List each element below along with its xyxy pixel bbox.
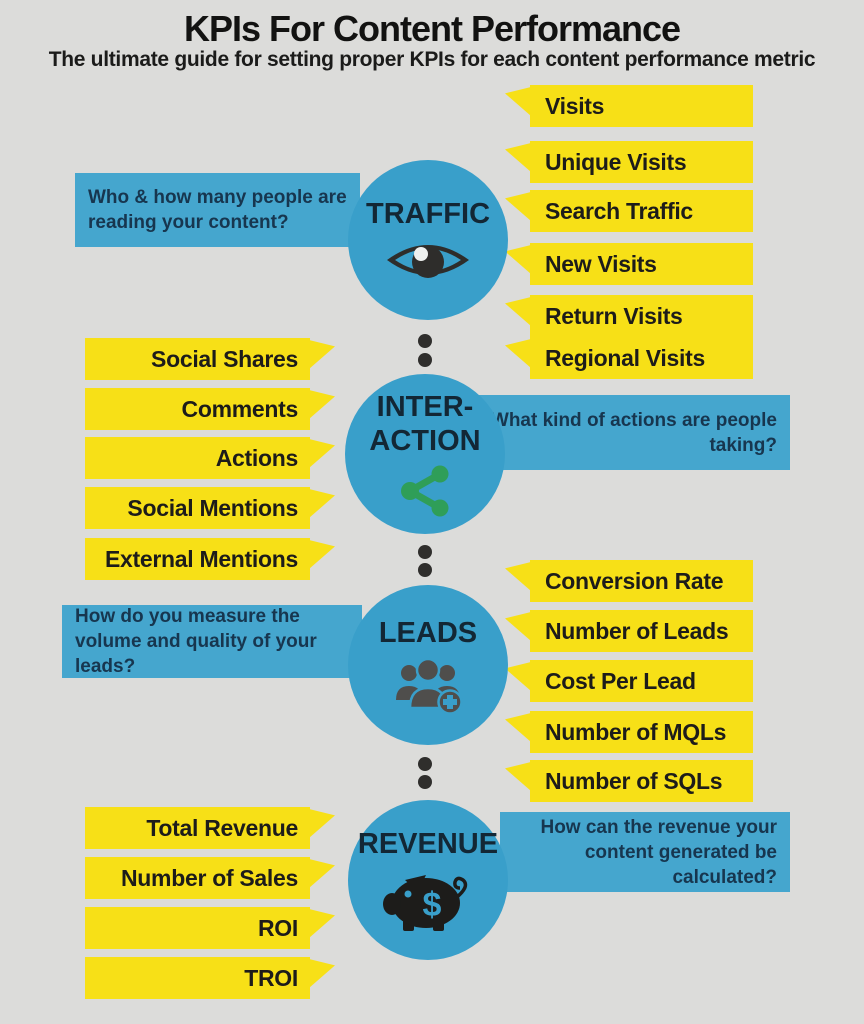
kpi-regional-visits: Regional Visits bbox=[505, 337, 753, 379]
pointer-triangle bbox=[309, 439, 335, 468]
kpi-label: Number of Sales bbox=[121, 864, 298, 891]
kpi-label: TROI bbox=[244, 964, 298, 991]
interaction-circle: INTER- ACTION bbox=[345, 374, 505, 534]
separator-dot bbox=[418, 775, 432, 789]
kpi-label: Actions bbox=[215, 444, 299, 471]
pointer-triangle bbox=[505, 297, 531, 326]
interaction-question-box: What kind of actions are people taking? bbox=[470, 395, 790, 470]
pointer-triangle bbox=[505, 562, 531, 591]
pointer-triangle bbox=[309, 809, 335, 838]
pointer-triangle bbox=[505, 762, 531, 791]
kpi-label: Conversion Rate bbox=[545, 567, 724, 594]
pointer-triangle bbox=[505, 612, 531, 641]
revenue-question-text: How can the revenue your content generat… bbox=[540, 816, 777, 888]
eye-icon bbox=[385, 237, 471, 283]
kpi-roi: ROI bbox=[85, 907, 335, 949]
kpi-label: ROI bbox=[258, 914, 298, 941]
kpi-cost-per-lead: Cost Per Lead bbox=[505, 660, 753, 702]
kpi-social-mentions: Social Mentions bbox=[85, 487, 335, 529]
kpi-total-revenue: Total Revenue bbox=[85, 807, 335, 849]
kpi-actions: Actions bbox=[85, 437, 335, 479]
traffic-question-text: Who & how many people are reading your c… bbox=[88, 187, 347, 233]
group-add-icon bbox=[390, 656, 466, 715]
leads-question-box: How do you measure the volume and qualit… bbox=[62, 605, 362, 678]
kpi-number-of-mqls: Number of MQLs bbox=[505, 711, 753, 753]
pointer-triangle bbox=[309, 489, 335, 518]
kpi-label: Social Shares bbox=[151, 345, 298, 372]
kpi-label: Number of Leads bbox=[545, 617, 729, 644]
page-title: KPIs For Content Performance bbox=[183, 8, 681, 49]
kpi-conversion-rate: Conversion Rate bbox=[505, 560, 753, 602]
kpi-number-of-sales: Number of Sales bbox=[85, 857, 335, 899]
pointer-triangle bbox=[309, 909, 335, 938]
share-icon bbox=[397, 464, 453, 518]
kpi-number-of-sqls: Number of SQLs bbox=[505, 760, 753, 802]
pointer-triangle bbox=[309, 390, 335, 419]
kpi-label: Number of MQLs bbox=[545, 718, 727, 745]
separator-dot bbox=[418, 334, 432, 348]
pointer-triangle bbox=[505, 662, 531, 691]
kpi-label: Social Mentions bbox=[127, 494, 298, 521]
kpi-unique-visits: Unique Visits bbox=[505, 141, 753, 183]
leads-question-text: How do you measure the volume and qualit… bbox=[75, 606, 317, 677]
kpi-label: New Visits bbox=[545, 250, 657, 277]
kpi-label: External Mentions bbox=[105, 545, 298, 572]
kpi-visits: Visits bbox=[505, 85, 753, 127]
revenue-question-box: How can the revenue your content generat… bbox=[500, 812, 790, 892]
leads-label: LEADS bbox=[378, 617, 478, 649]
kpi-label: Visits bbox=[545, 92, 605, 119]
page-subtitle: The ultimate guide for setting proper KP… bbox=[48, 48, 816, 71]
interaction-label-line1: INTER- bbox=[376, 391, 474, 423]
revenue-circle: REVENUE $ bbox=[348, 800, 508, 960]
leads-circle: LEADS bbox=[348, 585, 508, 745]
pointer-triangle bbox=[505, 192, 531, 221]
pointer-triangle bbox=[505, 245, 531, 274]
separator-dot bbox=[418, 563, 432, 577]
separator-dot bbox=[418, 353, 432, 367]
piggy-bank-icon: $ bbox=[381, 867, 475, 933]
kpi-number-of-leads: Number of Leads bbox=[505, 610, 753, 652]
kpi-comments: Comments bbox=[85, 388, 335, 430]
kpi-label: Comments bbox=[181, 395, 299, 422]
kpi-label: Search Traffic bbox=[545, 197, 693, 224]
kpi-troi: TROI bbox=[85, 957, 335, 999]
interaction-question-text: What kind of actions are people taking? bbox=[490, 409, 777, 456]
kpi-label: Number of SQLs bbox=[545, 767, 723, 794]
pointer-triangle bbox=[505, 143, 531, 172]
traffic-circle: TRAFFIC bbox=[348, 160, 508, 320]
pointer-triangle bbox=[309, 540, 335, 569]
kpi-social-shares: Social Shares bbox=[85, 338, 335, 380]
pointer-triangle bbox=[505, 713, 531, 742]
svg-text:$: $ bbox=[423, 886, 442, 924]
traffic-question-box: Who & how many people are reading your c… bbox=[75, 173, 360, 247]
revenue-label: REVENUE bbox=[357, 828, 499, 860]
kpi-return-visits: Return Visits bbox=[505, 295, 753, 337]
kpi-label: Regional Visits bbox=[545, 344, 705, 371]
kpi-new-visits: New Visits bbox=[505, 243, 753, 285]
pointer-triangle bbox=[309, 959, 335, 988]
separator-dot bbox=[418, 545, 432, 559]
pointer-triangle bbox=[505, 87, 531, 116]
kpi-external-mentions: External Mentions bbox=[85, 538, 335, 580]
pointer-triangle bbox=[309, 859, 335, 888]
kpi-label: Cost Per Lead bbox=[545, 667, 696, 694]
interaction-label-line2: ACTION bbox=[369, 425, 481, 457]
pointer-triangle bbox=[505, 339, 531, 368]
kpi-search-traffic: Search Traffic bbox=[505, 190, 753, 232]
kpi-label: Return Visits bbox=[545, 302, 683, 329]
kpi-label: Unique Visits bbox=[545, 148, 687, 175]
kpi-label: Total Revenue bbox=[146, 814, 298, 841]
separator-dot bbox=[418, 757, 432, 771]
pointer-triangle bbox=[309, 340, 335, 369]
traffic-label: TRAFFIC bbox=[365, 198, 491, 230]
